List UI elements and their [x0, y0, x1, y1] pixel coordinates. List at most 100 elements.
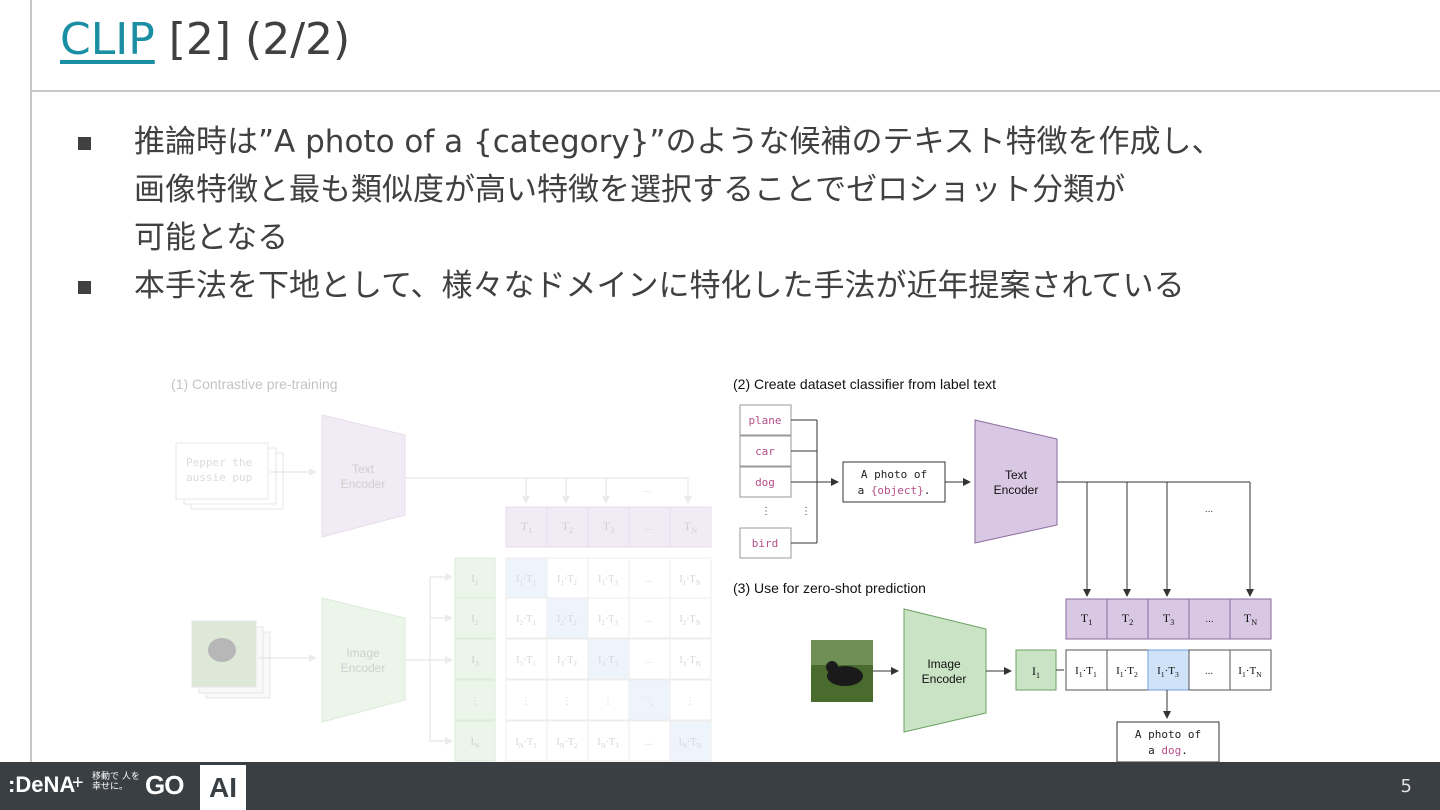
matrix-cell-label: IN·T1: [515, 737, 537, 750]
left-rule: [30, 0, 32, 762]
go-logo: GO: [145, 770, 184, 800]
matrix-cell-label: I2·T3: [598, 614, 618, 627]
bullet-item-2: 本手法を下地として、様々なドメインに特化した手法が近年提案されている: [78, 262, 1418, 310]
matrix-cell-label: T3: [1163, 611, 1175, 627]
bullet-1-line-3: 可能となる: [134, 220, 289, 256]
matrix-cell-label: I1·TN: [1238, 665, 1262, 679]
matrix-cell-label: I3·T3: [598, 655, 618, 668]
text-card-mid: [183, 447, 277, 505]
matrix-horizontal-ellipsis: ...: [645, 614, 653, 625]
feature-ellipsis-cell: ...: [1205, 614, 1213, 625]
matrix-cell: [546, 679, 589, 721]
bullet-1-line-2: 画像特徴と最も類似度が高い特徴を選択することでゼロショット分類が: [134, 172, 1126, 208]
text-feature-cell: [1229, 598, 1272, 640]
prompt-line-2: a {object}.: [858, 484, 931, 497]
label-text: bird: [752, 537, 779, 550]
feature-ellipsis: ...: [1205, 504, 1213, 515]
matrix-cell-label: IN·TN: [679, 737, 702, 750]
label-text: car: [755, 445, 775, 458]
pretrain-image-encoder-label-1: Image: [346, 646, 380, 660]
matrix-cell-label: IN·T3: [597, 737, 619, 750]
matrix-cell-label: I1·T2: [1116, 665, 1138, 679]
matrix-cell-label: IN: [470, 736, 480, 750]
label-box: [739, 466, 792, 498]
go-tagline: 移動で 人を幸せに。: [92, 772, 140, 792]
pretrain-image-encoder: [321, 597, 406, 723]
image-encoder-label-2: Encoder: [922, 672, 967, 686]
matrix-cell: [505, 557, 548, 599]
clip-link[interactable]: CLIP: [60, 14, 155, 65]
matrix-cell: [505, 638, 548, 680]
matrix-cell-label: I3·T1: [516, 655, 536, 668]
matrix-cell-label: I1·T3: [598, 574, 618, 587]
prompt-line-1: A photo of: [861, 468, 927, 481]
matrix-cell-label: I1·T1: [516, 574, 536, 587]
matrix-horizontal-ellipsis: ...: [645, 655, 653, 666]
similarity-cell: [1065, 649, 1108, 691]
label-text: plane: [748, 414, 781, 427]
text-feature-cell: [587, 506, 630, 548]
matrix-cell: [546, 597, 589, 639]
matrix-cell: [628, 638, 671, 680]
matrix-diagonal-ellipsis: ⋱: [644, 696, 654, 707]
text-encoder-shape: [974, 419, 1058, 544]
title-rest: [2] (2/2): [154, 14, 351, 65]
matrix-vertical-ellipsis: ⋮: [603, 696, 613, 707]
matrix-cell-label: I3: [471, 654, 479, 668]
result-line-2: a dog.: [1148, 744, 1188, 757]
matrix-cell-label: I2: [471, 613, 479, 627]
similarity-cell-highlight: [1147, 649, 1190, 691]
vertical-ellipsis-bracket: ⋮: [801, 506, 811, 517]
matrix-cell: [505, 679, 548, 721]
logo-plus: +: [72, 772, 84, 794]
image-feature-cell: [454, 557, 496, 599]
matrix-cell-label: I1·T3: [1157, 665, 1179, 679]
dog-photo-thumb: [208, 638, 236, 662]
matrix-cell: [628, 720, 671, 762]
text-feature-cell: [505, 506, 548, 548]
matrix-vertical-ellipsis: ⋮: [521, 696, 531, 707]
matrix-cell-label: I3·TN: [679, 655, 700, 668]
image-feature-cell: [454, 720, 496, 762]
matrix-cell: [628, 557, 671, 599]
matrix-cell-label: I1·T1: [1075, 665, 1097, 679]
ellipsis-label: ...: [643, 484, 651, 495]
matrix-cell-label: T1: [521, 519, 533, 535]
label-text: dog: [755, 476, 775, 489]
image-card-front: [191, 620, 257, 688]
similarity-cell: [1106, 649, 1149, 691]
section-3-title: (3) Use for zero-shot prediction: [733, 580, 926, 596]
matrix-cell-label: T3: [603, 519, 615, 535]
matrix-cell-label: I2·TN: [679, 614, 700, 627]
image-card-back: [205, 631, 271, 699]
matrix-cell-label: I2·T1: [516, 614, 536, 627]
matrix-cell: [546, 638, 589, 680]
result-line-1: A photo of: [1135, 728, 1201, 741]
image-card-mid: [198, 626, 264, 694]
bullet-item-1: 推論時は”A photo of a {category}”のような候補のテキスト…: [78, 118, 1418, 262]
label-box: [739, 404, 792, 436]
pretrain-text-encoder-label-1: Text: [352, 462, 375, 476]
matrix-cell-label: I2·T2: [557, 614, 577, 627]
bullet-list: 推論時は”A photo of a {category}”のような候補のテキスト…: [78, 118, 1418, 310]
ai-badge: AI: [200, 765, 246, 810]
pretrain-text-encoder: [321, 414, 406, 538]
text-feature-cell: [1065, 598, 1108, 640]
matrix-cell-label: T2: [1122, 611, 1134, 627]
matrix-cell: [505, 720, 548, 762]
label-box: [739, 527, 792, 559]
matrix-cell: [628, 679, 671, 721]
pretrain-image-encoder-label-2: Encoder: [341, 661, 386, 675]
text-encoder-label-2: Encoder: [994, 483, 1039, 497]
matrix-cell: [669, 638, 712, 680]
bullet-2-line-1: 本手法を下地として、様々なドメインに特化した手法が近年提案されている: [134, 268, 1185, 304]
matrix-cell-label: TN: [1244, 611, 1257, 627]
section-2-title: (2) Create dataset classifier from label…: [733, 376, 996, 392]
matrix-cell: [669, 597, 712, 639]
image-feature-cell: [454, 679, 496, 721]
vertical-ellipsis-label: ⋮: [761, 506, 771, 517]
